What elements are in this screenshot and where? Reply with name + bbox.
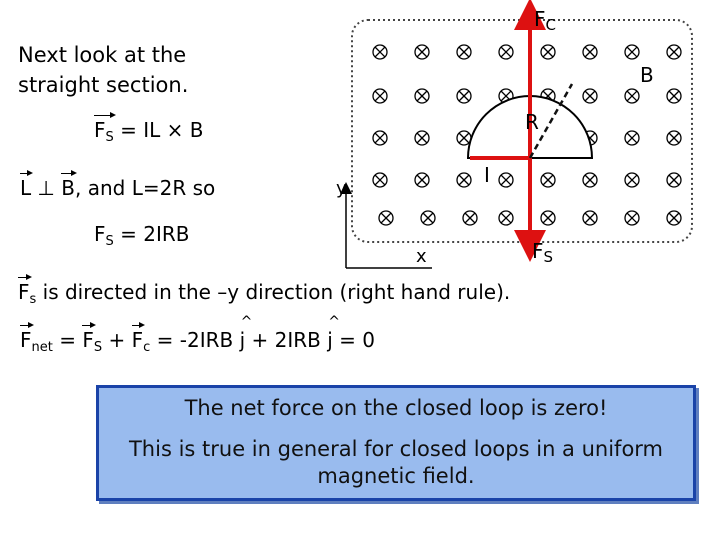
l-vector: L (20, 170, 34, 200)
intro-text: Next look at the straight section. (18, 43, 189, 97)
fs2-subscript: S (93, 340, 103, 355)
fs-direction-vector: F (18, 274, 31, 305)
conclusion-banner: The net force on the closed loop is zero… (96, 385, 696, 501)
into-page-cross-icon (624, 44, 640, 60)
into-page-cross-icon (372, 172, 388, 188)
fs-mag-rhs: = 2IRB (120, 222, 190, 246)
current-label: I (484, 163, 490, 187)
into-page-cross-icon (498, 44, 514, 60)
equation-fs-cross: FS = IL × B (94, 111, 204, 146)
into-page-cross-icon (462, 210, 478, 226)
direction-rest: is directed in the –y direction (right h… (36, 280, 511, 304)
fs-mag-letter: F (94, 222, 106, 246)
into-page-cross-icon (414, 88, 430, 104)
eq3-pos-term: + 2IRB (245, 328, 328, 352)
fnet-subscript: net (31, 340, 53, 355)
perp-rest: , and L=2R so (75, 176, 216, 200)
fs-label: FS (532, 239, 553, 266)
banner-line-2: This is true in general for closed loops… (128, 437, 664, 488)
eq3-neg-term: = -2IRB (150, 328, 240, 352)
b-vector: B (61, 170, 77, 200)
fs-vector-symbol: FS (94, 111, 116, 146)
into-page-cross-icon (582, 88, 598, 104)
into-page-cross-icon (540, 44, 556, 60)
into-page-cross-icon (456, 88, 472, 104)
into-page-cross-icon (666, 88, 682, 104)
eq3-zero: = 0 (332, 328, 375, 352)
fc-subscript: c (143, 340, 151, 355)
into-page-cross-icon (582, 210, 598, 226)
into-page-cross-icon (372, 44, 388, 60)
fs-vector-2: F (82, 322, 96, 353)
net-force-equation: Fnet = FS + Fc = -2IRB j + 2IRB j = 0 (20, 314, 375, 356)
fs-dir-subscript: s (29, 292, 37, 307)
into-page-cross-icon (372, 88, 388, 104)
fc-letter: F (131, 328, 144, 352)
into-page-cross-icon (372, 130, 388, 146)
y-axis-label: y (336, 178, 347, 199)
eq3-plus: + (102, 328, 132, 352)
into-page-cross-icon (624, 172, 640, 188)
into-page-cross-icon (666, 130, 682, 146)
fnet-vector: F (20, 322, 33, 353)
direction-statement: Fs is directed in the –y direction (righ… (18, 274, 511, 308)
into-page-cross-icon (540, 210, 556, 226)
into-page-cross-icon (666, 172, 682, 188)
into-page-cross-icon (624, 88, 640, 104)
into-page-cross-icon (582, 44, 598, 60)
equation-fs-magnitude: FS = 2IRB (94, 222, 190, 250)
j-hat-1: j (240, 314, 252, 353)
into-page-cross-icon (414, 44, 430, 60)
into-page-cross-icon (420, 210, 436, 226)
x-axis-label: x (416, 246, 427, 267)
banner-line-1: The net force on the closed loop is zero… (184, 396, 608, 420)
fs-subscript: S (105, 130, 114, 145)
radius-line (528, 83, 574, 159)
into-page-cross-icon (456, 44, 472, 60)
into-page-cross-icon (624, 210, 640, 226)
into-page-cross-icon (498, 172, 514, 188)
fs-dir-letter: F (18, 280, 30, 304)
j-hat-2: j (327, 314, 339, 353)
perp-symbol: ⊥ (37, 176, 55, 200)
into-page-cross-icon (456, 172, 472, 188)
radius-label: R (525, 110, 539, 134)
fs2-letter: F (82, 328, 94, 352)
into-page-cross-icon (666, 210, 682, 226)
perpendicular-statement: L ⊥ B, and L=2R so (20, 170, 216, 201)
fc-label: FC (534, 7, 556, 34)
fs-mag-subscript: S (105, 234, 114, 249)
fc-vector: F (131, 322, 145, 353)
into-page-cross-icon (414, 172, 430, 188)
into-page-cross-icon (624, 130, 640, 146)
into-page-cross-icon (666, 44, 682, 60)
equation-rhs: = IL × B (120, 118, 204, 142)
fnet-letter: F (20, 328, 32, 352)
fs-letter: F (94, 118, 106, 142)
into-page-cross-icon (582, 172, 598, 188)
field-label: B (640, 63, 654, 87)
into-page-cross-icon (414, 130, 430, 146)
eq3-equals: = (52, 328, 83, 352)
into-page-cross-icon (378, 210, 394, 226)
into-page-cross-icon (498, 210, 514, 226)
into-page-cross-icon (540, 172, 556, 188)
